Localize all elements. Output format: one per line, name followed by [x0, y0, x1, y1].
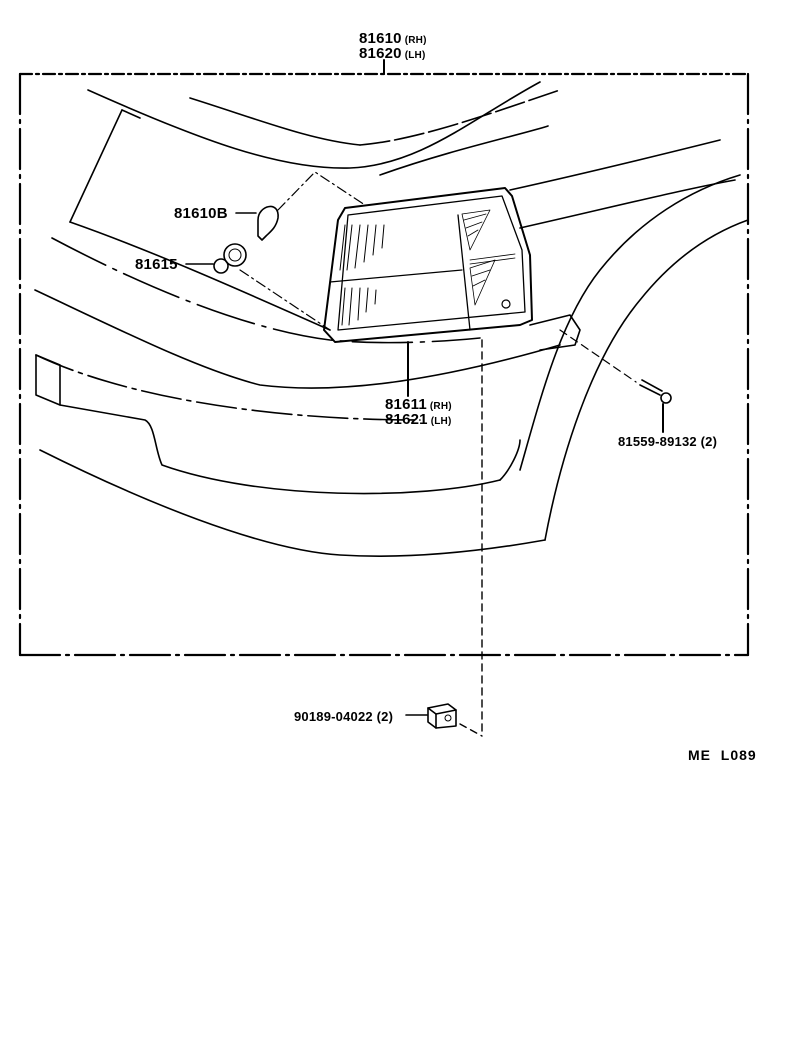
bulb-socket-leaders — [239, 171, 366, 331]
assembly-part-number-rh: 81610 — [359, 30, 402, 47]
nut-leader — [459, 339, 483, 737]
nut-part-label: 90189-04022 (2) — [294, 709, 394, 724]
screw-part-label: 81559-89132 (2) — [618, 434, 718, 449]
side-marker-lamp — [323, 187, 533, 343]
bulb-icon — [235, 205, 279, 241]
assembly-part-number-lh: 81620 — [359, 45, 402, 62]
bulb-part-label: 81610B — [174, 205, 228, 222]
assembly-side-lh: (LH) — [404, 50, 426, 61]
socket-icon — [185, 243, 247, 274]
screw-icon — [639, 379, 672, 433]
lens-side-rh: (RH) — [429, 401, 452, 412]
assembly-part-label-rh: 81610(RH) — [359, 31, 427, 48]
vehicle-body-outline — [34, 81, 749, 557]
clip-nut-icon — [405, 703, 457, 729]
assembly-part-label-lh: 81620(LH) — [359, 46, 426, 63]
lens-part-label-lh: 81621(LH) — [385, 412, 452, 429]
lens-part-number-rh: 81611 — [385, 396, 427, 413]
diagram-code: ME L089 — [688, 747, 757, 763]
socket-part-label: 81615 — [135, 256, 178, 273]
assembly-frame — [18, 72, 750, 657]
screw-leader — [559, 329, 637, 383]
lens-part-label-rh: 81611(RH) — [385, 397, 452, 414]
lens-side-lh: (LH) — [430, 416, 452, 427]
lens-part-number-lh: 81621 — [385, 411, 428, 428]
assembly-side-rh: (RH) — [404, 35, 427, 46]
